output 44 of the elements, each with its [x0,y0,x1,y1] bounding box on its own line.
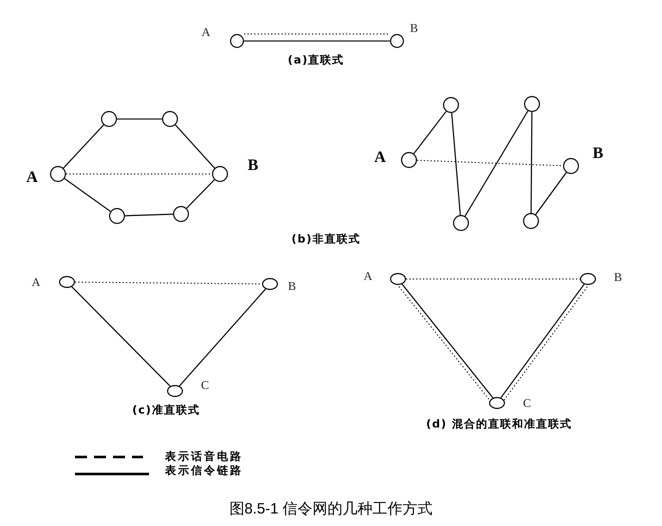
node-label: A [374,150,386,166]
link-line [64,178,111,212]
node-circle [173,206,189,222]
node-label: A [202,26,210,38]
subfigure-caption: (b)非直联式 [292,234,360,244]
node-label: B [288,280,296,292]
link-line [178,288,266,386]
node-circle [162,111,178,127]
link-line [124,214,174,216]
subfigure-caption: (d) 混合的直联和准直联式 [426,418,572,430]
link-line [71,286,171,387]
node-label: C [201,379,209,391]
link-line [244,40,390,42]
dotted-line [406,278,580,280]
link-line [63,124,104,168]
link-line [451,112,461,216]
node-label: B [592,146,604,162]
figure-caption: 图8.5-1 信令网的几种工作方式 [229,502,433,516]
dotted-line [416,160,564,166]
link-line [175,124,215,168]
link-line [413,111,447,154]
link-line [117,118,162,120]
node-circle [109,208,125,224]
legend-text: 表示话音电路 [165,451,243,462]
legend-text: 表示信令链路 [165,465,243,476]
node-label: B [410,22,418,34]
node-label: A [32,276,40,288]
node-label: B [614,271,622,283]
subfigure-caption: (a)直联式 [288,54,344,66]
subfigure-caption: (c)准直联式 [132,404,200,416]
link-line [530,112,532,213]
dotted-line [74,282,262,284]
node-label: A [26,170,38,186]
node-label: A [364,270,372,282]
node-label: B [248,158,258,174]
node-circle [524,96,540,112]
node-circle [523,213,539,229]
link-line [186,179,215,209]
node-circle [101,111,117,127]
node-label: C [523,397,531,409]
node-circle [443,97,459,113]
link-line [464,110,528,216]
node-circle [453,215,469,231]
link-line [535,172,567,215]
